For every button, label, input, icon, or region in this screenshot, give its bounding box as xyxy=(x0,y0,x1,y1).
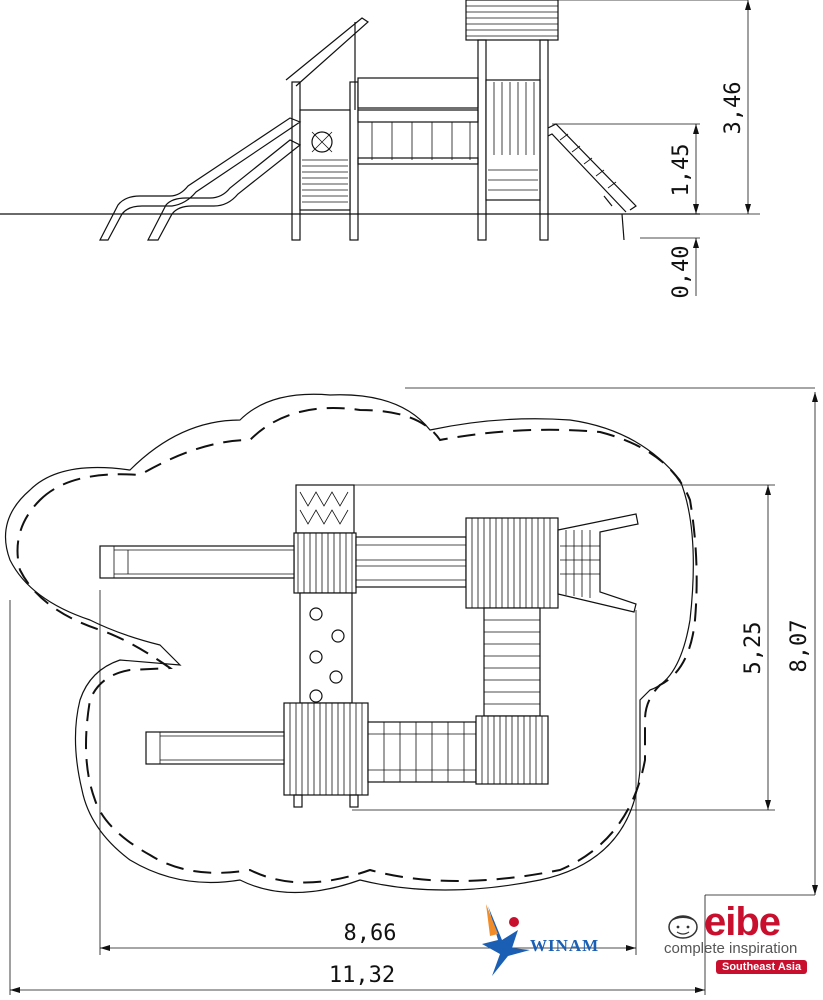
elevation-view xyxy=(0,0,760,296)
safety-zone-outline xyxy=(4,393,694,894)
eibe-face-icon xyxy=(668,915,698,939)
eibe-tagline: complete inspiration xyxy=(664,940,798,957)
dim-plan-depth-inner: 5,25 xyxy=(741,622,766,675)
dim-plan-width-outer: 11,32 xyxy=(329,963,395,988)
safety-zone-dashed xyxy=(16,407,698,884)
climbing-holds xyxy=(309,607,345,703)
dim-plan-depth-outer: 8,07 xyxy=(787,620,812,673)
plan-view xyxy=(4,387,818,995)
winam-logo: WINAM xyxy=(478,900,628,980)
winam-wordmark: WINAM xyxy=(530,936,600,955)
eibe-logo: eibe complete inspiration Southeast Asia xyxy=(664,900,814,976)
dim-platform-height: 1,45 xyxy=(669,144,694,197)
dim-total-height: 3,46 xyxy=(721,82,746,135)
eibe-wordmark: eibe xyxy=(704,900,781,944)
dim-foundation-depth: 0,40 xyxy=(669,246,694,299)
eibe-region-badge: Southeast Asia xyxy=(716,960,808,974)
winam-figure-icon xyxy=(482,904,530,976)
dim-plan-width-inner: 8,66 xyxy=(344,921,397,946)
